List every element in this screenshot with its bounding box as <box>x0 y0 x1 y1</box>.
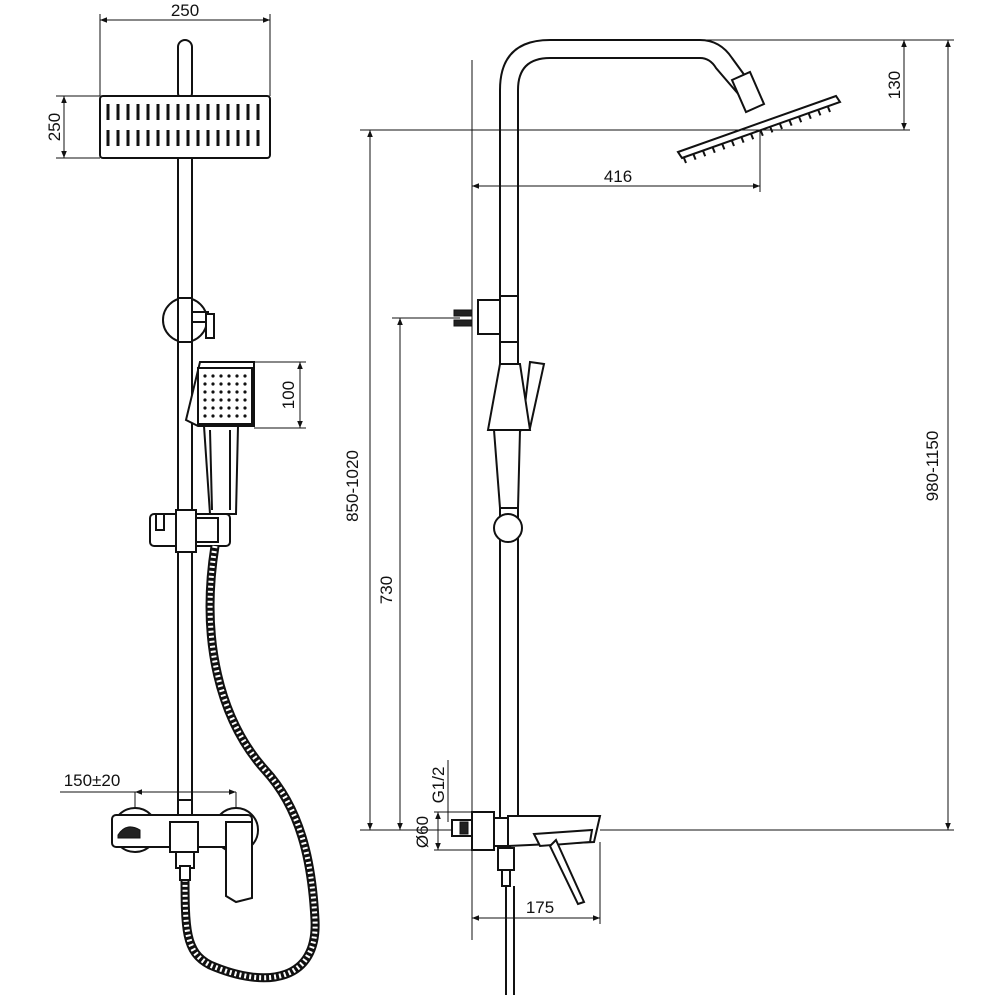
wall-bracket-side <box>453 295 519 343</box>
dimension-head-reach: 416 <box>472 130 761 192</box>
dim-label-bracket-height: 730 <box>377 576 396 604</box>
dim-label-escutcheon: Ø60 <box>413 816 432 848</box>
wall-bracket <box>162 297 215 343</box>
bath-mixer-front <box>111 799 259 904</box>
dim-label-head-height-range: 850-1020 <box>343 450 362 522</box>
dimension-inlet-spacing: 150±20 <box>60 771 237 808</box>
dim-label-head-height: 250 <box>45 113 64 141</box>
overhead-shower-head-side <box>676 94 842 164</box>
dimension-escutcheon: Ø60 <box>413 811 472 851</box>
rail-top-cap <box>177 39 193 101</box>
dimension-head-height-range: 850-1020 <box>343 129 760 831</box>
side-view: 130 416 980-1150 850-1020 730 <box>343 39 954 995</box>
slider-holder <box>149 509 231 553</box>
dimension-bracket-height: 730 <box>377 317 460 830</box>
front-view: 250 250 100 <box>45 1 320 983</box>
overhead-shower-head <box>99 95 271 159</box>
dim-label-inlet-spacing: 150±20 <box>64 771 121 790</box>
dim-label-thread: G1/2 <box>429 767 448 804</box>
riser-pipe-with-arm <box>499 39 749 820</box>
hand-shower <box>184 361 255 515</box>
dim-label-head-drop: 130 <box>885 71 904 99</box>
dimension-head-width: 250 <box>99 1 271 96</box>
hand-shower-nozzles <box>203 374 247 418</box>
dim-label-spout-reach: 175 <box>526 898 554 917</box>
dim-label-head-width: 250 <box>171 1 199 20</box>
dimension-head-height: 250 <box>45 95 100 159</box>
hand-shower-side <box>486 360 546 543</box>
dim-label-total-height: 980-1150 <box>923 431 942 502</box>
dimension-hand-shower-height: 100 <box>254 361 306 429</box>
riser-rail <box>177 95 193 817</box>
dimension-total-height: 980-1150 <box>600 39 954 831</box>
bath-mixer-side <box>451 811 602 995</box>
dimension-spout-reach: 175 <box>472 842 601 924</box>
dim-label-head-reach: 416 <box>604 167 632 186</box>
dim-label-hand-shower-height: 100 <box>279 381 298 409</box>
shower-hose <box>180 545 320 983</box>
head-swivel-joint <box>730 70 766 114</box>
nozzle-pattern <box>106 104 260 146</box>
